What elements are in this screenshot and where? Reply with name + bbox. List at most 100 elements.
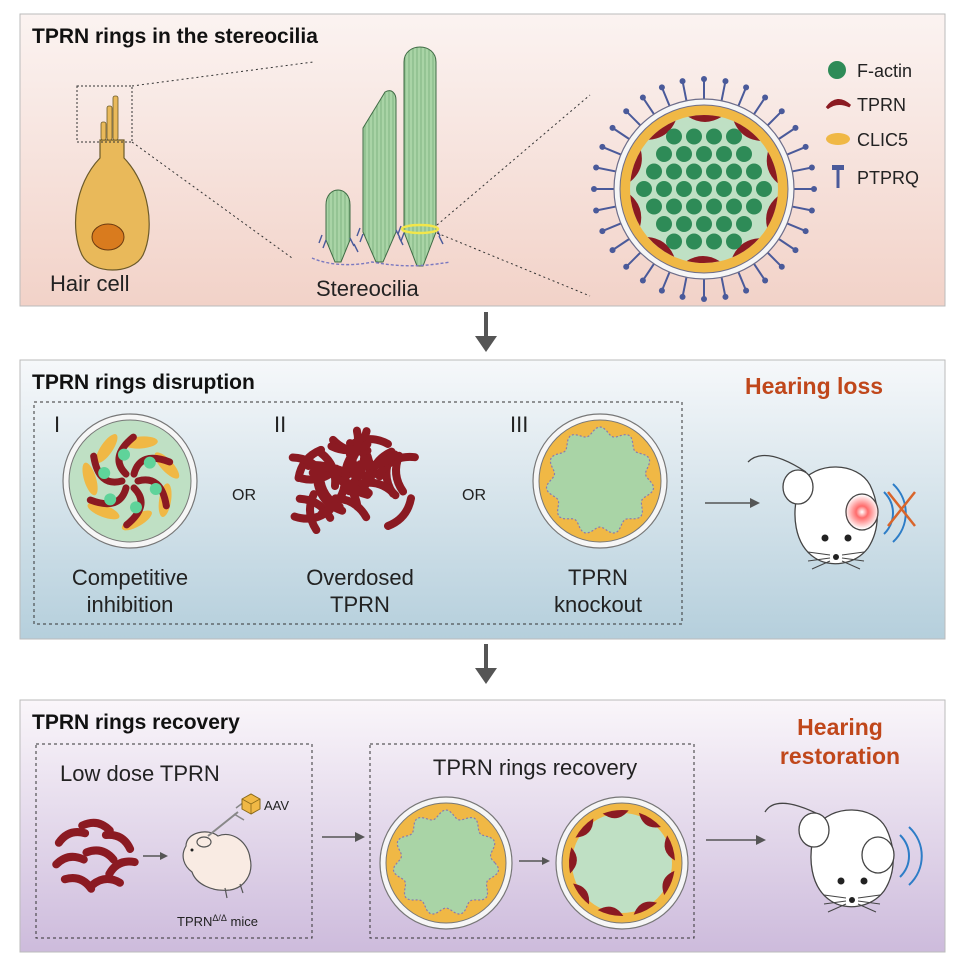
low-dose-frame — [35, 743, 313, 939]
caption-i-line2: inhibition — [87, 592, 174, 617]
red-crescent-icon — [825, 99, 852, 110]
ptprq-pin-head — [639, 277, 646, 284]
caption-ii-line1: Overdosed — [306, 565, 414, 590]
green-dot — [118, 448, 131, 461]
ptprq-pin-head — [762, 94, 769, 101]
panel1-background — [19, 13, 946, 307]
low-dose-tprn-pieces — [52, 818, 139, 893]
tprn-arc — [648, 120, 676, 140]
flow-arrow-down-1 — [475, 312, 497, 352]
hair-cell — [74, 61, 314, 271]
f-actin-dot — [756, 181, 772, 197]
legend-ptprq: PTPRQ — [857, 168, 919, 188]
ptprq-pin — [778, 238, 797, 251]
yellow-ellipse-icon — [826, 133, 850, 145]
stereocilium-cross-section — [591, 76, 817, 302]
tprn-arc — [647, 237, 675, 257]
ptprq-pin — [753, 96, 766, 115]
arrow-small-2 — [519, 857, 550, 865]
ptprq-pin-head — [658, 287, 665, 294]
ptprq-pin-head — [792, 124, 799, 131]
ptprq-pin-head — [811, 186, 817, 192]
panel3-title: TPRN rings recovery — [32, 711, 240, 734]
tprn-piece — [78, 818, 114, 835]
ptprq-pin — [766, 251, 783, 268]
ptprq-pin-head — [743, 287, 750, 294]
ptprq-pin — [601, 222, 622, 233]
f-actin-dot — [726, 233, 742, 250]
f-actin-dot — [706, 198, 722, 215]
ptprq-pin-head — [609, 247, 616, 254]
ptprq-pin — [611, 127, 630, 140]
ptprq-pin — [737, 86, 748, 107]
green-dot — [129, 501, 142, 514]
green-dot — [98, 467, 111, 480]
arrow-to-mouse-1 — [705, 498, 760, 508]
clic5-ellipse — [82, 462, 98, 496]
f-actin-dot — [676, 146, 692, 162]
f-actin-dot — [686, 128, 702, 145]
tprn-arc — [662, 870, 675, 896]
ptprq-pin — [766, 110, 783, 127]
f-actin-dot — [726, 198, 742, 215]
ptprq-pin-head — [701, 76, 707, 82]
tprn-arc — [569, 847, 577, 874]
ptprq-pin-head — [679, 293, 686, 300]
tprn-piece — [101, 830, 135, 853]
ptprq-pin — [720, 80, 727, 101]
tprn-strand — [306, 490, 321, 535]
ptprq-pin — [737, 271, 748, 292]
ptprq-pin — [642, 263, 655, 282]
flow-arrow-down-2 — [475, 644, 497, 684]
ptprq-pin-head — [762, 277, 769, 284]
tprn-piece — [82, 846, 118, 864]
tprn-arc — [664, 835, 675, 861]
tprn-ring-arcs — [630, 115, 778, 263]
ptprq-pin-head — [599, 143, 606, 150]
ptprq-pin-head — [802, 143, 809, 150]
tprn-ring-marker — [400, 223, 440, 235]
ptprq-pin-head — [593, 164, 600, 171]
tprn-arc — [686, 256, 720, 263]
f-actin-dot — [686, 198, 702, 215]
tprn-arc — [733, 121, 761, 141]
ptprq-pin — [642, 96, 655, 115]
f-actin-dot — [716, 181, 732, 197]
tprn-arc — [766, 196, 778, 228]
tprn-knockout-diagram — [532, 413, 668, 549]
hair-cell-nucleus — [91, 223, 125, 251]
ptprq-pin-head — [722, 78, 729, 85]
clic5-ellipse — [87, 502, 120, 520]
ptprq-pin-head — [623, 108, 630, 115]
f-actin-dot — [676, 216, 692, 232]
ptprq-pin-head — [778, 263, 785, 270]
f-actin-dot — [716, 216, 732, 232]
rings-recovery-frame — [369, 743, 695, 939]
f-actin-dot — [736, 181, 752, 197]
panel1-title: TPRN rings in the stereocilia — [32, 25, 318, 48]
blue-pin-icon — [832, 165, 844, 188]
f-actin-dot — [646, 163, 662, 180]
f-actin-dot — [736, 146, 752, 162]
tprn-strand — [343, 426, 363, 470]
tprn-arc — [575, 818, 594, 838]
f-actin-dot — [656, 181, 672, 197]
f-actin-dot — [706, 233, 722, 250]
recovery-stage-2 — [555, 796, 689, 930]
tprn-arc — [602, 810, 629, 819]
arrow-to-box2 — [322, 832, 365, 842]
tprn-strand — [327, 440, 372, 455]
hair-cell-label: Hair cell — [50, 271, 129, 296]
recovery-stage-1 — [379, 796, 513, 930]
panel2-title: TPRN rings disruption — [32, 371, 255, 394]
ptprq-pin-head — [658, 84, 665, 91]
numeral-iii: III — [510, 412, 528, 437]
f-actin-dot — [736, 216, 752, 232]
overdosed-tprn-cluster — [288, 426, 419, 535]
or-label-1: OR — [232, 487, 256, 504]
f-actin-dot — [706, 163, 722, 180]
wavy-core — [545, 426, 655, 534]
zoom-line-ring-top — [436, 94, 591, 226]
ptprq-pin — [786, 145, 807, 156]
tprn-piece — [88, 875, 124, 890]
